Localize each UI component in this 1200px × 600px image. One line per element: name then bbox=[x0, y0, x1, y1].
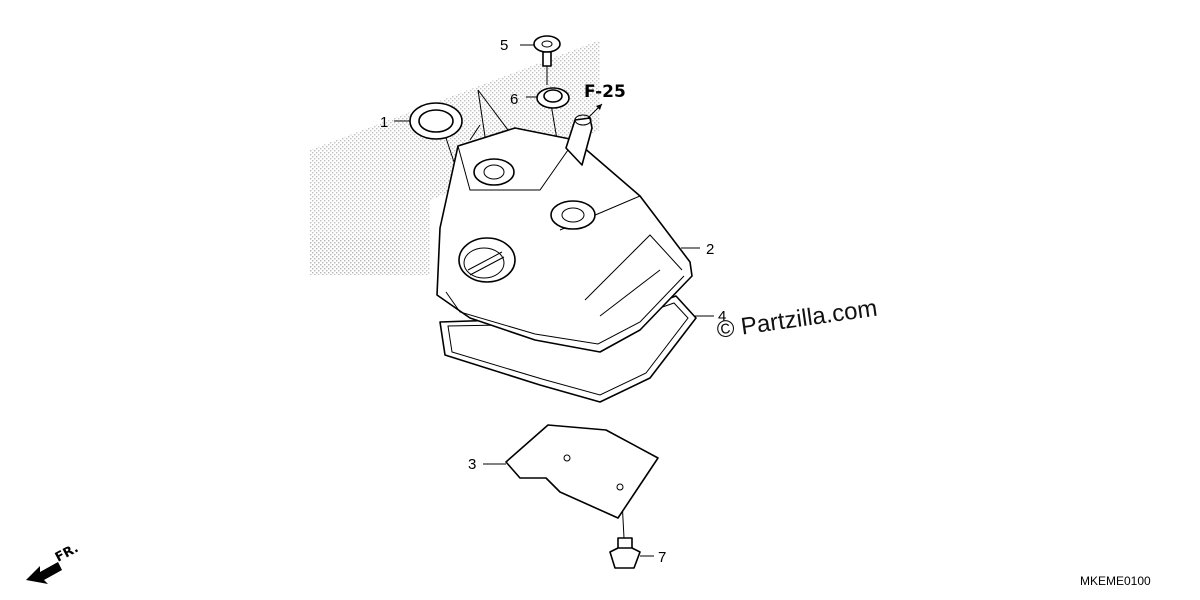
part-5-bolt[interactable] bbox=[533, 35, 561, 67]
callout-7[interactable]: 7 bbox=[658, 549, 666, 566]
front-indicator-label: FR. bbox=[53, 541, 81, 566]
callout-6[interactable]: 6 bbox=[510, 91, 518, 108]
diagram-code: MKEME0100 bbox=[1080, 574, 1151, 588]
part-2-cylinder-head-cover[interactable] bbox=[436, 114, 693, 353]
watermark-text: © Partzilla.com bbox=[715, 295, 879, 344]
part-1-grommet-seal[interactable] bbox=[409, 102, 463, 140]
reference-arrow bbox=[587, 103, 603, 119]
callout-4[interactable]: 4 bbox=[718, 308, 726, 325]
callout-5[interactable]: 5 bbox=[500, 37, 508, 54]
front-direction-arrow bbox=[26, 562, 62, 584]
callout-3[interactable]: 3 bbox=[468, 456, 476, 473]
callout-1[interactable]: 1 bbox=[380, 114, 388, 131]
part-6-rubber-mount[interactable] bbox=[536, 87, 570, 109]
part-3-heat-guard-plate[interactable] bbox=[505, 424, 659, 519]
part-7-flange-bolt[interactable] bbox=[609, 537, 641, 569]
reference-label[interactable]: F-25 bbox=[584, 82, 626, 102]
callout-2[interactable]: 2 bbox=[706, 241, 714, 258]
